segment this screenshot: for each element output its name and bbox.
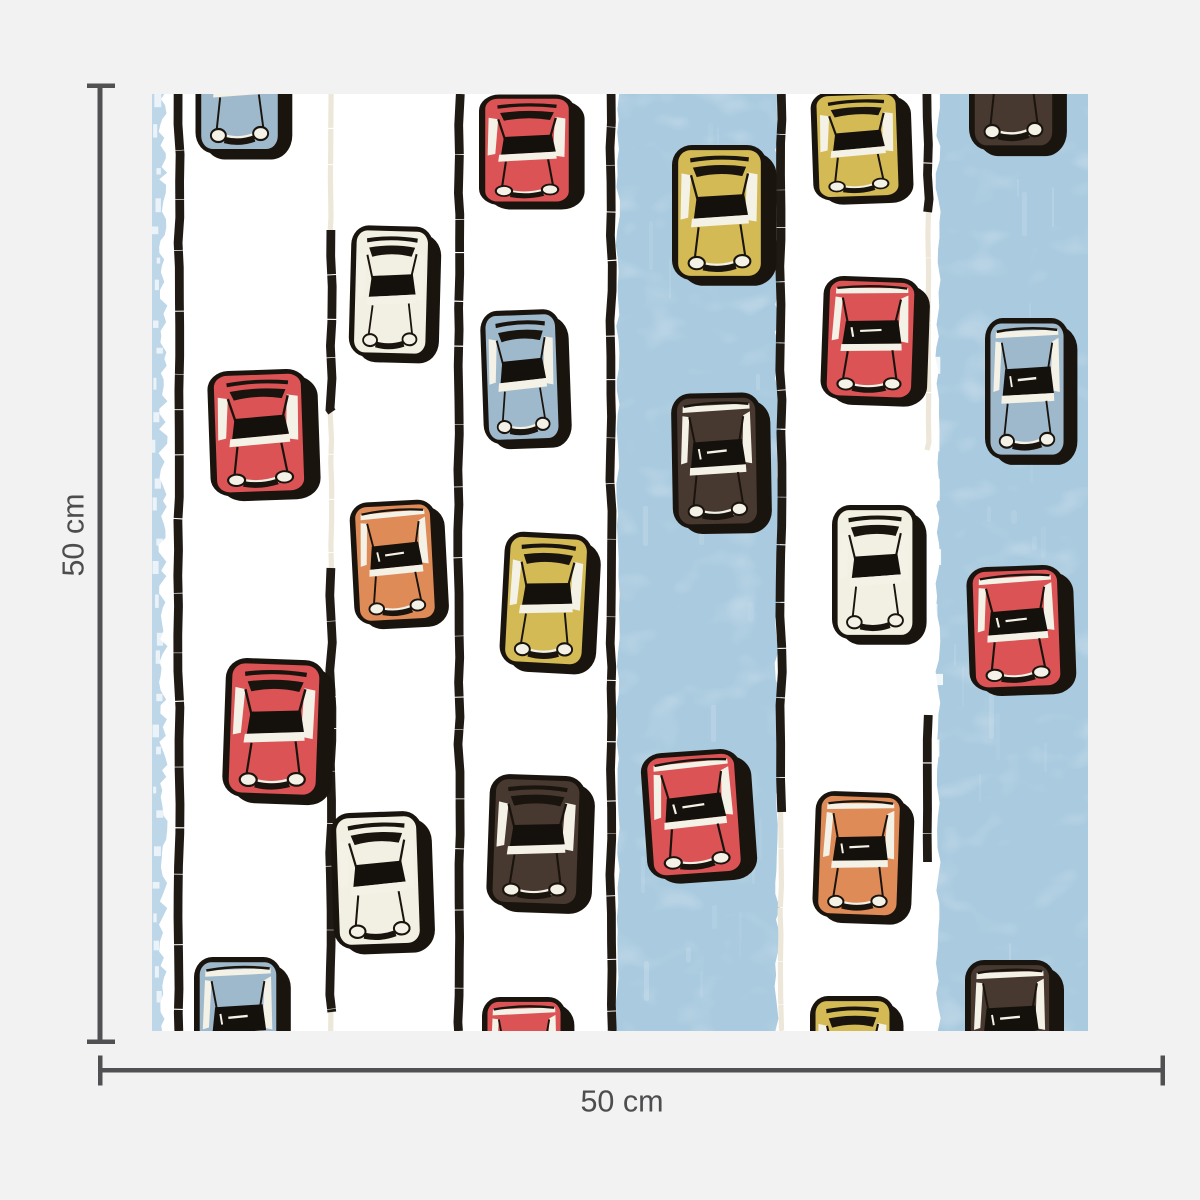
svg-text:50 cm: 50 cm (580, 1085, 663, 1119)
svg-text:50 cm: 50 cm (57, 493, 91, 576)
